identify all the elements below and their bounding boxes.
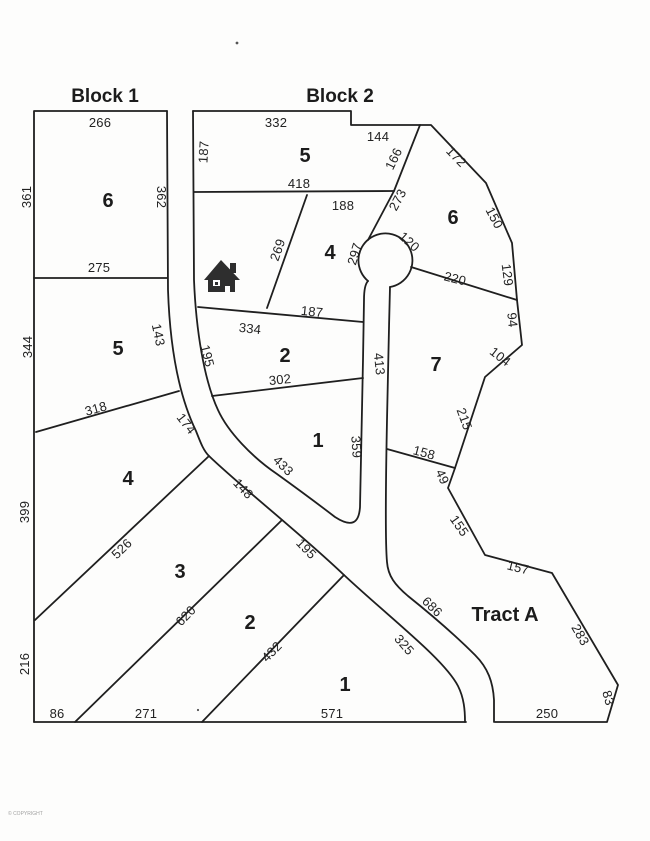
b1-lot2-number: 2 [244, 612, 255, 634]
b2-lot7-tract-line [386, 448, 456, 469]
copyright-text: © COPYRIGHT [8, 810, 43, 817]
b2-lot6-number: 6 [447, 207, 458, 229]
dim-b2l5-bottom: 418 [288, 176, 310, 191]
dim-b2l5-east: 166 [382, 145, 405, 172]
dim-b2l4-west: 269 [267, 237, 288, 263]
dim-b1l3-left: 216 [17, 653, 32, 675]
b2-lot6-west-line [367, 124, 421, 241]
b1-lot3-lot2-line [74, 519, 283, 723]
dim-b2l6-cul: 120 [396, 229, 423, 255]
dim-tract-road: 686 [419, 594, 445, 620]
dim-b2l6-ne1: 172 [443, 143, 469, 169]
b2-lot4-number: 4 [324, 242, 336, 264]
dim-b2l7-east2: 104 [487, 344, 514, 370]
dim-b2l4-cul: 297 [344, 241, 365, 267]
dim-b1l1-base: 571 [321, 706, 343, 721]
dim-b1l5-left: 344 [20, 336, 35, 358]
dim-b2l2-bottom: 302 [268, 371, 292, 388]
dim-tract-east: 283 [568, 621, 592, 648]
culdesac-bulb [357, 232, 414, 288]
house-icon [204, 260, 240, 292]
dim-tract-n1: 49 [433, 467, 453, 487]
dim-b1l5-bottom: 318 [83, 398, 109, 419]
culdesac-stem-east-edge [384, 286, 495, 723]
b2-lot5-number: 5 [299, 145, 310, 167]
dim-b1l6-top: 266 [89, 115, 111, 130]
b1-lot3-number: 3 [174, 561, 185, 583]
dim-b2l6-ne2: 150 [483, 204, 507, 231]
block1-title: Block 1 [71, 86, 139, 107]
b2-lot2-lot1-line [211, 377, 364, 397]
dim-b1l4-bottom: 526 [108, 536, 134, 562]
dim-b1l1-road: 325 [391, 631, 417, 658]
b1-lot1-number: 1 [339, 674, 350, 696]
b2-lot4-west-line [266, 194, 308, 309]
b1-lot4-lot3-line [34, 455, 210, 621]
dim-b2l5-step: 144 [367, 129, 389, 144]
dim-tract-n3: 157 [505, 558, 530, 578]
b1-lot2-lot1-line [201, 574, 345, 723]
b1-lot6-number: 6 [102, 190, 113, 212]
b2-lot7-number: 7 [430, 354, 441, 376]
scan-speck [235, 41, 239, 45]
dim-tract-n2: 155 [447, 512, 472, 539]
dim-b2l5-road: 187 [195, 140, 211, 163]
dim-b2l7-west: 413 [371, 352, 388, 376]
dim-b2l2-top-e: 187 [300, 303, 324, 320]
road-east-edge [192, 110, 369, 524]
dim-b2l6-east: 129 [499, 263, 517, 287]
dim-b2l4-top: 188 [332, 198, 354, 213]
b2-lot4-lot2-line [197, 306, 364, 323]
dim-b1l5-road: 143 [149, 322, 168, 347]
dim-b1l2-road: 195 [293, 535, 319, 561]
b1-lot5-lot4-line [35, 390, 180, 433]
dim-b2l6-bottom: 220 [442, 269, 467, 289]
dim-b1l2-bottom: 432 [259, 638, 285, 664]
b2-lot1-number: 1 [312, 430, 323, 452]
outer-boundary-east [192, 110, 619, 723]
b2-lot6-lot7-line [410, 266, 518, 301]
dim-b1l2-base: 271 [135, 706, 157, 721]
dim-b2l7-east1: 94 [504, 312, 520, 328]
dim-b1l6-right: 362 [154, 186, 169, 208]
dim-tract-se: 83 [599, 689, 618, 707]
dim-b1l3-base: 86 [50, 706, 65, 721]
outer-boundary-west [33, 110, 168, 723]
dim-b1l4-road: 174 [174, 410, 200, 437]
b2-lot5-lot4-line [193, 190, 395, 193]
dim-b1l4-left: 399 [17, 501, 32, 523]
dim-b2l2-road: 195 [198, 343, 218, 368]
road-west-edge [166, 110, 466, 723]
dim-b2l5-top: 332 [265, 115, 287, 130]
dim-b2l2-top-w: 334 [238, 320, 262, 337]
block2-title: Block 2 [306, 86, 374, 107]
b2-lot2-number: 2 [279, 345, 290, 367]
dim-tract-base: 250 [536, 706, 558, 721]
plat-lines [33, 110, 619, 723]
dim-b2l1-east: 359 [348, 435, 365, 458]
dim-b2l7-se: 215 [454, 406, 476, 432]
dim-b1l3-bottom: 620 [173, 602, 199, 628]
dim-b1l6-left: 361 [19, 186, 34, 208]
dim-b1l6-bottom: 275 [88, 260, 110, 275]
b1-lot5-number: 5 [112, 338, 123, 360]
dim-b2l7-bottom: 158 [411, 442, 436, 462]
dim-b2l1-road: 433 [270, 453, 296, 479]
scan-speck [196, 708, 200, 712]
b1-lot4-number: 4 [122, 468, 134, 490]
tract-a-label: Tract A [471, 604, 538, 626]
